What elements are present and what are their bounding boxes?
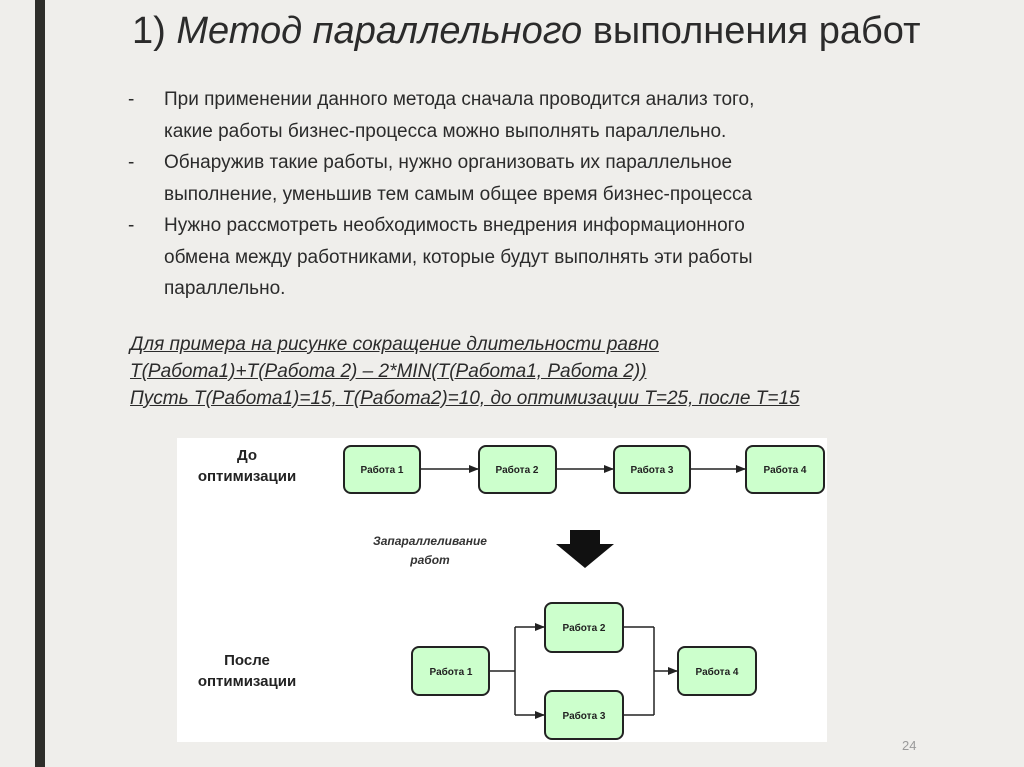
bullet-line: какие работы бизнес-процесса можно выпол… xyxy=(164,120,727,142)
left-accent-bar xyxy=(35,0,45,767)
example-line: Для примера на рисунке сокращение длител… xyxy=(130,334,659,355)
before-box: Работа 3 xyxy=(613,445,691,494)
slide-title: 1) Метод параллельного выполнения работ xyxy=(132,8,1012,54)
bullet-line: Нужно рассмотреть необходимость внедрени… xyxy=(164,215,745,236)
box-label: Работа 2 xyxy=(563,622,606,634)
bullet-item: - Обнаружив такие работы, нужно организо… xyxy=(128,147,1008,210)
bullet-line: обмена между работниками, которые будут … xyxy=(164,246,753,268)
after-label-line: После xyxy=(224,652,270,669)
box-label: Работа 3 xyxy=(563,710,606,722)
down-arrow-icon xyxy=(556,530,614,568)
after-box: Работа 3 xyxy=(544,690,624,740)
box-label: Работа 3 xyxy=(631,464,674,476)
after-box: Работа 1 xyxy=(411,646,490,696)
title-italic: Метод параллельного xyxy=(176,10,583,52)
transform-label-line: работ xyxy=(409,553,450,567)
after-box: Работа 2 xyxy=(544,602,624,653)
after-label-line: оптимизации xyxy=(198,673,296,690)
before-label-line: До xyxy=(237,447,257,464)
transform-label-line: Запараллеливание xyxy=(373,534,487,548)
title-rest: выполнения работ xyxy=(582,10,921,52)
after-box: Работа 4 xyxy=(677,646,757,696)
box-label: Работа 4 xyxy=(696,666,739,678)
before-box: Работа 1 xyxy=(343,445,421,494)
bullet-line: При применении данного метода сначала пр… xyxy=(164,89,755,110)
bullet-dash: - xyxy=(128,152,135,173)
box-label: Работа 4 xyxy=(764,464,807,476)
box-label: Работа 2 xyxy=(496,464,539,476)
example-text: Для примера на рисунке сокращение длител… xyxy=(130,331,1010,412)
box-label: Работа 1 xyxy=(430,666,473,678)
bullet-line: Обнаружив такие работы, нужно организова… xyxy=(164,152,733,173)
before-box: Работа 2 xyxy=(478,445,557,494)
example-line: T(Работа1)+T(Работа 2) – 2*MIN(T(Работа1… xyxy=(130,361,647,382)
bullet-list: - При применении данного метода сначала … xyxy=(128,84,1008,305)
example-line: Пусть T(Работа1)=15, T(Работа2)=10, до о… xyxy=(130,388,800,409)
bullet-dash: - xyxy=(128,89,135,110)
before-box: Работа 4 xyxy=(745,445,825,494)
before-label-line: оптимизации xyxy=(198,468,296,485)
title-prefix: 1) xyxy=(132,10,177,52)
bullet-dash: - xyxy=(128,215,135,236)
bullet-item: - При применении данного метода сначала … xyxy=(128,84,1008,147)
bullet-line: выполнение, уменьшив тем самым общее вре… xyxy=(164,183,753,205)
page-number: 24 xyxy=(902,738,917,753)
box-label: Работа 1 xyxy=(361,464,404,476)
process-diagram: До оптимизации Работа 1 Работа 2 Работа … xyxy=(177,438,827,742)
bullet-line: параллельно. xyxy=(164,278,286,299)
bullet-item: - Нужно рассмотреть необходимость внедре… xyxy=(128,210,1008,305)
